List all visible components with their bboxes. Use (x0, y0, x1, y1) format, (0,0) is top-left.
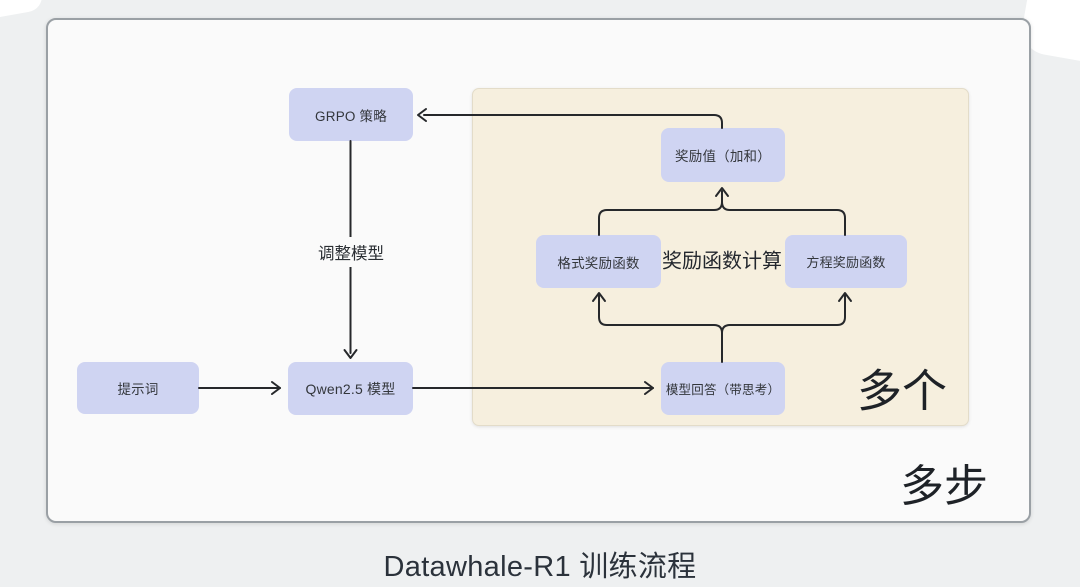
node-reward-value-sum-label: 奖励值（加和） (675, 149, 771, 164)
edge-label-adjust-model: 调整模型 (312, 237, 390, 267)
node-equation-reward-function-label: 方程奖励函数 (806, 255, 886, 270)
node-qwen25-model-label: Qwen2.5 模型 (305, 380, 396, 397)
node-equation-reward-function: 方程奖励函数 (785, 235, 907, 288)
node-format-reward-function: 格式奖励函数 (536, 235, 661, 288)
node-grpo-strategy-label: GRPO 策略 (315, 108, 387, 124)
node-model-answer-with-thinking-label: 模型回答（带思考） (665, 383, 781, 397)
annotation-multi-step: 多步 (900, 462, 988, 511)
annotation-multiple: 多个 (856, 365, 948, 417)
node-reward-value-sum: 奖励值（加和） (661, 128, 785, 182)
node-format-reward-function-label: 格式奖励函数 (557, 255, 640, 271)
node-grpo-strategy: GRPO 策略 (289, 88, 413, 141)
node-prompt: 提示词 (77, 362, 199, 414)
node-qwen25-model: Qwen2.5 模型 (288, 362, 413, 415)
diagram-title: Datawhale-R1 训练流程 (383, 551, 697, 583)
group-label-reward-function-calc: 奖励函数计算 (662, 250, 782, 273)
node-model-answer-with-thinking: 模型回答（带思考） (661, 362, 785, 415)
page-corner-decoration-top-left (0, 0, 45, 23)
node-prompt-label: 提示词 (117, 382, 159, 397)
